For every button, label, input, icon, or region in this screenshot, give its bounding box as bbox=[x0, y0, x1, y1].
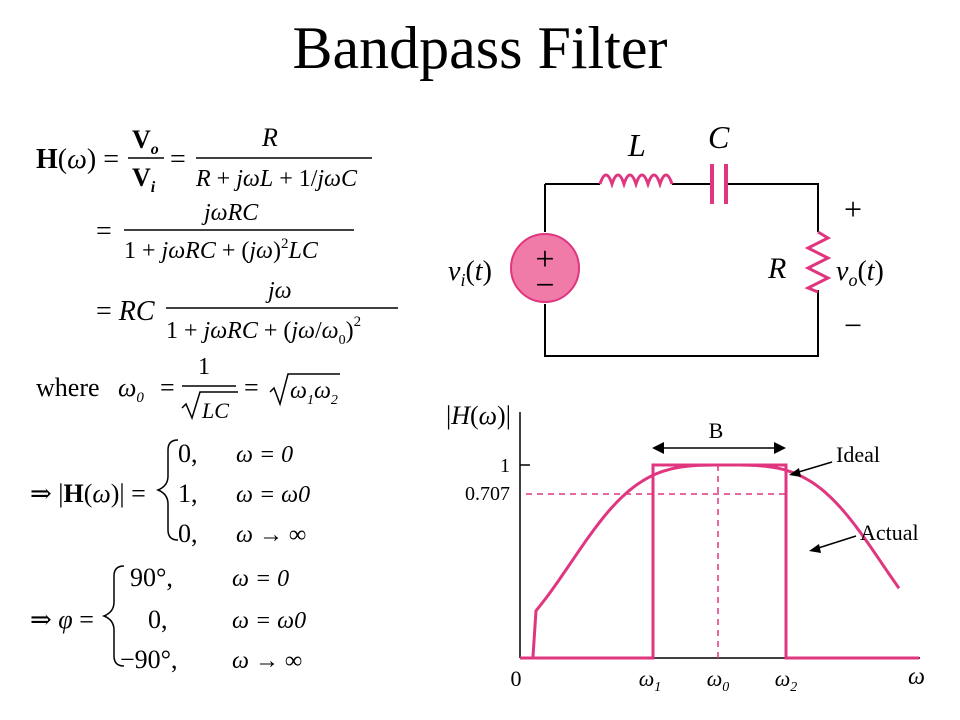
circuit-wires bbox=[544, 183, 819, 357]
equals-sign-2: = bbox=[96, 216, 112, 247]
ratio-denominator: Vi bbox=[132, 163, 156, 196]
y-axis-label: |H(ω)| bbox=[446, 401, 511, 430]
x-tick-label-w2: ω2 bbox=[775, 666, 798, 695]
sqrt-lc-radical bbox=[181, 391, 238, 421]
magnitude-case-value: 1, bbox=[178, 479, 198, 508]
bandwidth-arrow-right bbox=[774, 442, 786, 454]
phase-cases: 90°, ω = 0 0, ω = ω0 −90°, ω → ∞ bbox=[120, 563, 306, 674]
inductor-coil bbox=[598, 173, 674, 189]
output-label: vo(t) bbox=[836, 256, 884, 290]
actual-pointer-head bbox=[809, 544, 821, 553]
phase-case-condition: ω = ω0 bbox=[232, 608, 306, 634]
phase-brace bbox=[101, 565, 125, 667]
magnitude-case-value: 0, bbox=[178, 439, 198, 468]
annotation-ideal: Ideal bbox=[836, 442, 880, 467]
capacitor-label: C bbox=[708, 119, 730, 155]
magnitude-case-value: 0, bbox=[178, 519, 198, 548]
equations-panel: H(ω) = Vo Vi = R R + jωL + 1/jωC = jωRC … bbox=[30, 123, 398, 674]
phase-case-value: 0, bbox=[148, 605, 168, 634]
magnitude-case-condition: ω = ω0 bbox=[236, 482, 310, 508]
voltage-source bbox=[510, 233, 580, 303]
equals-sign-1: = bbox=[170, 144, 186, 175]
y-tick-label: 1 bbox=[500, 455, 510, 477]
phase-case-condition: ω = 0 bbox=[232, 566, 289, 592]
source-plus-sign: + bbox=[535, 241, 554, 278]
ideal-pointer-head bbox=[789, 468, 801, 477]
sqrt-omega-radical bbox=[269, 373, 340, 407]
sqrt-lc-content: LC bbox=[201, 398, 229, 423]
y-tick-label: 0.707 bbox=[465, 483, 510, 505]
source-minus-sign: − bbox=[535, 267, 554, 304]
resistor-label: R bbox=[767, 252, 786, 285]
bandwidth-label: B bbox=[709, 418, 724, 443]
eq1-denominator: R + jωL + 1/jωC bbox=[195, 166, 358, 192]
x-axis-label: ω bbox=[908, 664, 925, 690]
x-tick-label-w1: ω1 bbox=[639, 666, 662, 695]
magnitude-case-condition: ω → ∞ bbox=[236, 522, 306, 548]
output-plus-sign: + bbox=[844, 191, 862, 227]
x-tick-label-w0: ω0 bbox=[707, 666, 730, 695]
magnitude-lhs: ⇒ |H(ω)| = bbox=[30, 479, 146, 508]
magnitude-case-condition: ω = 0 bbox=[236, 442, 293, 468]
phase-case-condition: ω → ∞ bbox=[232, 648, 302, 674]
eq3-numerator: jω bbox=[265, 278, 292, 304]
equals-sign-where: = bbox=[160, 373, 175, 402]
sqrt-omega-content: ω1ω2 bbox=[290, 378, 338, 408]
slide-title: Bandpass Filter bbox=[292, 15, 668, 81]
phase-case-value: 90°, bbox=[130, 563, 173, 592]
transfer-function-lhs: H(ω) = bbox=[36, 144, 119, 175]
eq3-denominator: 1 + jωRC + (jω/ω0)2 bbox=[166, 314, 361, 348]
eq1-numerator: R bbox=[261, 123, 278, 152]
eq2-numerator: jωRC bbox=[201, 200, 259, 226]
series-ideal-line bbox=[520, 463, 919, 660]
annotation-actual: Actual bbox=[860, 520, 919, 545]
resistor-zigzag bbox=[804, 230, 832, 294]
series-actual-line bbox=[526, 463, 901, 660]
output-minus-sign: − bbox=[844, 307, 862, 343]
circuit-diagram: + − L C R vi(t) vo(t) + − bbox=[448, 119, 884, 357]
bandwidth-arrow-left bbox=[652, 442, 664, 454]
equals-sign-sqrt: = bbox=[244, 373, 259, 402]
inductor-label: L bbox=[627, 127, 646, 163]
where-label: where bbox=[36, 373, 100, 402]
phase-lhs: ⇒ φ = bbox=[30, 605, 94, 634]
x-tick-label-0: 0 bbox=[511, 666, 522, 691]
magnitude-brace bbox=[155, 439, 179, 541]
source-label: vi(t) bbox=[448, 256, 492, 290]
phase-case-value: −90°, bbox=[120, 645, 178, 674]
omega0-numerator: 1 bbox=[198, 354, 210, 380]
eq3-prefix: = RC bbox=[96, 296, 155, 327]
magnitude-cases: 0, ω = 0 1, ω = ω0 0, ω → ∞ bbox=[178, 439, 310, 548]
